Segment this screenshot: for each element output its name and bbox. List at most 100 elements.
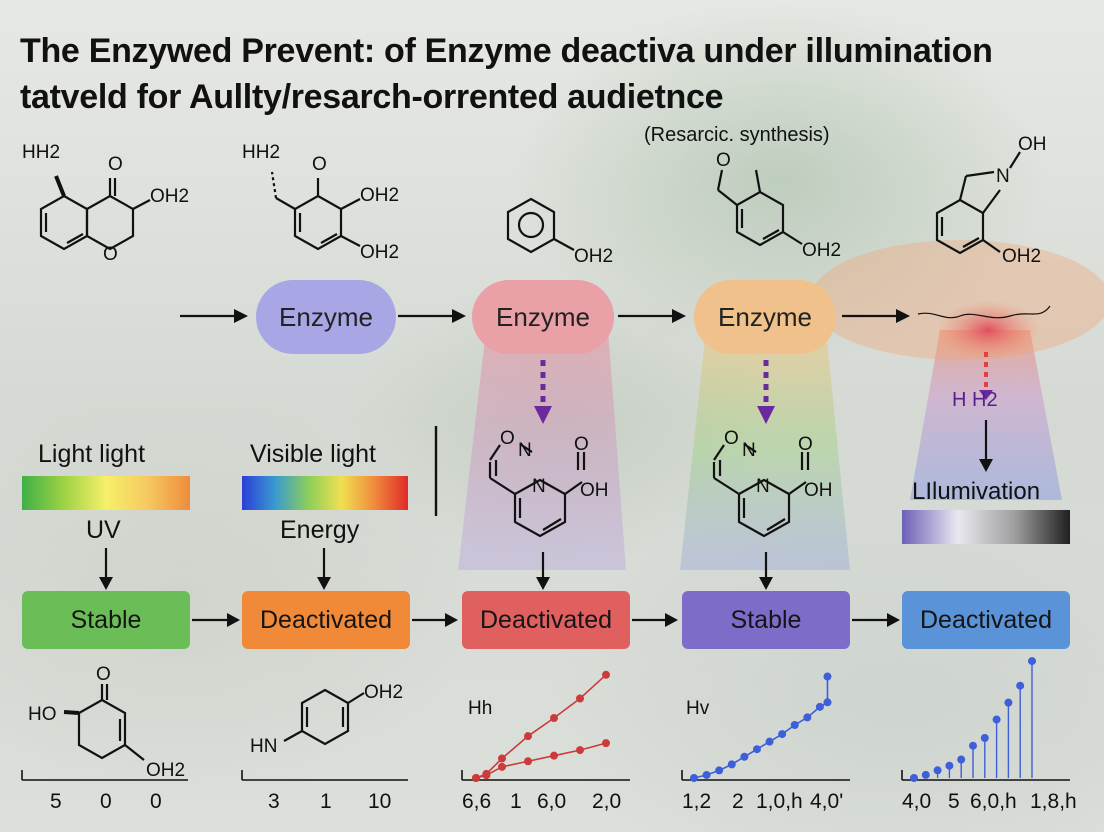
axis-4-tick-1: 1,2 [682,790,712,813]
molecule-7 [712,443,810,538]
title-line-2: tatveld for Aullty/resarch-orrented audi… [20,78,724,116]
chart-3-point-1-4 [945,761,954,770]
m3-label-a: OH2 [574,246,613,267]
chart-1-point-1-4 [524,732,532,741]
state-box-5: Deactivated [902,591,1070,649]
state-box-3: Deactivated [462,591,630,649]
m8-label-c: OH2 [146,760,185,781]
chart-1-series-1-line [475,674,607,779]
chart-2-point-1-11 [815,702,824,711]
page-title: The Enzywed Prevent: of Enzyme deactiva … [20,28,1100,120]
chart-1-point-2-1 [472,774,480,782]
chart-2-point-1-10 [803,713,812,722]
chart-1-point-2-2 [482,771,491,780]
m7-label-b: N [742,440,756,461]
chart-2-point-1-5 [740,752,749,761]
m2-label-c: OH2 [360,185,399,206]
enzyme-label-1: Enzyme [279,301,373,332]
chart-1-point-2-5 [550,751,558,760]
subnote: (Resarcic. synthesis) [644,124,830,146]
light-beam-2 [680,330,850,570]
enzyme-label-3: Enzyme [718,301,812,332]
axis-2-tick-1: 3 [268,790,280,813]
enzyme-label-2: Enzyme [496,301,590,332]
chart-1-point-2-7 [602,739,610,748]
axis-2-tick-3: 10 [368,790,392,813]
m6-label-e: N [532,476,546,497]
m6-label-b: N [518,440,532,461]
illumination-label: LIlumivation [912,478,1041,505]
light-beam-3 [910,330,1062,500]
axis-5-tick-2: 5 [948,790,960,813]
axis-3-tick-1: 6,6 [462,790,492,813]
m1-label-b: O [108,154,123,175]
chart-2-point-1-7 [765,737,774,746]
chart-2-point-1-1 [690,774,698,782]
m6-label-a: O [500,428,515,449]
m2-label-d: OH2 [360,242,399,263]
chart-1-point-1-5 [550,714,558,723]
chart-3-point-1-7 [980,734,989,742]
enzyme-pill-1: Enzyme [256,280,396,354]
chart-1-point-1-3 [498,754,506,763]
axis-4-tick-3: 1,0,h [756,790,803,813]
chart-3-point-1-1 [910,774,918,782]
m4-label-b: OH2 [802,240,841,261]
state-box-2: Deactivated [242,591,410,649]
uv-label: UV [86,516,121,544]
chart-1-series-2-line [475,742,607,779]
enzyme-pill-2: Enzyme [472,280,614,354]
chart-2-point-1-9 [790,721,799,729]
state-box-4: Stable [682,591,850,649]
m5-label-b: N [996,166,1010,187]
m8-label-b: O [96,664,111,685]
m1-label-a: HH2 [22,142,60,163]
m2-label-a: HH2 [242,142,280,163]
state-box-1: Stable [22,591,190,649]
molecule-3 [506,197,575,254]
chart-1-point-1-6 [576,694,584,703]
m8-label-a: HO [28,704,57,725]
chart-3-point-1-10 [1016,681,1025,690]
m7-label-a: O [724,428,739,449]
chart-3-point-1-3 [933,766,942,775]
m2-label-b: O [312,154,327,175]
chart-2-point-1-12 [823,698,832,707]
m5-label-a: OH [1018,134,1047,155]
m6-label-d: OH [580,480,609,501]
chart-1-point-2-4 [524,757,532,766]
molecule-6 [488,443,586,538]
m7-label-c: O [798,434,813,455]
state-label-2: Deactivated [259,605,393,634]
chart-3-point-1-6 [969,741,977,750]
axis-1-tick-2: 0 [100,790,112,813]
chart-2-tag: Hv [686,698,710,719]
light-label: Light light [38,440,146,468]
m6-label-c: O [574,434,589,455]
axis-5-tick-3: 6,0,h [970,790,1017,813]
m4-label-a: O [716,150,731,171]
chart-3-point-1-8 [992,715,1001,724]
chart-1-tag: Hh [468,698,493,719]
enzyme-pill-3: Enzyme [694,280,836,354]
chart-2-point-1-3 [715,766,724,775]
axis-5-tick-1: 4,0 [902,790,932,813]
m5-label-c: OH2 [1002,246,1041,267]
axis-3-tick-3: 6,0 [537,790,567,813]
chart-2-series-1-line [693,676,829,779]
chart-2-point-1-13 [823,672,832,681]
chart-3-point-1-2 [921,770,930,779]
axis-2-tick-2: 1 [320,790,332,813]
title-line-1: The Enzywed Prevent: of Enzyme deactiva … [20,32,993,70]
axis-1-tick-3: 0 [150,790,162,813]
state-label-4: Stable [730,605,802,634]
molecule-5 [935,151,1021,255]
axis-4-tick-2: 2 [732,790,744,813]
h-label: H H2 [952,389,998,411]
chart-1-point-2-6 [576,746,584,755]
axis-4-tick-4: 4,0' [810,790,844,813]
axis-3-tick-2: 1 [510,790,522,813]
axis-3-tick-4: 2,0 [592,790,622,813]
light-beam-1 [458,330,626,570]
